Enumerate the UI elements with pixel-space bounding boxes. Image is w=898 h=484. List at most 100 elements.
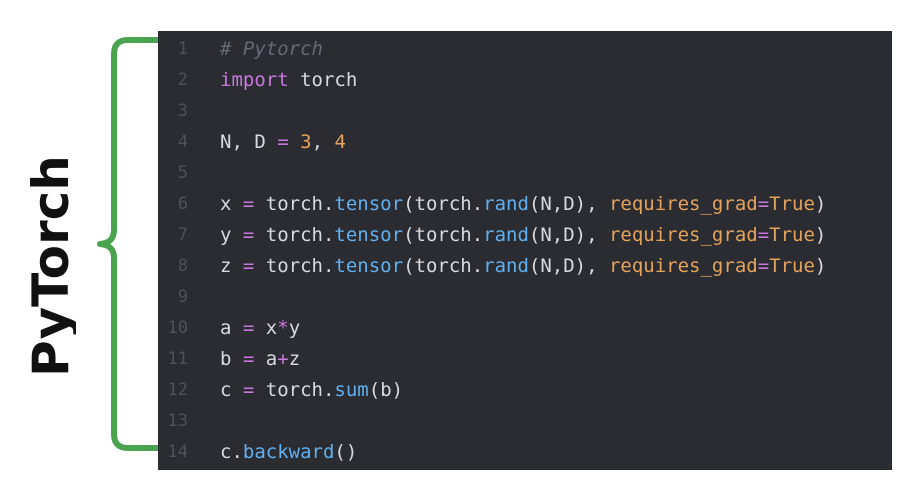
code-token: rand xyxy=(483,255,529,277)
code-token: c. xyxy=(220,441,243,463)
code-token: torch. xyxy=(254,193,335,215)
code-text: x = torch.tensor(torch.rand(N,D), requir… xyxy=(220,189,826,220)
code-line[interactable]: 2 import torch xyxy=(158,65,892,96)
code-token: a xyxy=(254,348,278,370)
code-token: * xyxy=(277,317,289,339)
code-token: = xyxy=(757,255,770,277)
code-token: = xyxy=(757,193,770,215)
code-text: y = torch.tensor(torch.rand(N,D), requir… xyxy=(220,220,826,251)
pytorch-side-label: PyTorch xyxy=(16,132,76,382)
code-token: ) xyxy=(814,193,827,215)
code-token: (N,D), xyxy=(528,224,609,246)
code-token: = xyxy=(757,224,770,246)
line-number: 1 xyxy=(177,39,188,59)
code-token: torch. xyxy=(254,379,335,401)
curly-bracket xyxy=(97,37,160,451)
code-token: c xyxy=(220,379,243,401)
code-token: torch xyxy=(288,69,358,91)
code-token xyxy=(289,131,300,153)
pytorch-label-svg: PyTorch xyxy=(22,155,76,377)
code-token: ) xyxy=(814,224,827,246)
line-number: 10 xyxy=(167,318,188,338)
code-token: b xyxy=(220,348,243,370)
code-token: = xyxy=(242,348,255,370)
code-token: requires_grad xyxy=(608,255,758,277)
code-token: = xyxy=(242,317,255,339)
code-token: y xyxy=(288,317,301,339)
right-edge-strip xyxy=(892,0,898,484)
code-token: True xyxy=(769,224,815,246)
code-line[interactable]: 1 # Pytorch xyxy=(158,34,892,65)
line-number: 8 xyxy=(177,256,188,276)
code-token: requires_grad xyxy=(608,224,758,246)
code-token: z xyxy=(220,255,243,277)
code-token: (torch. xyxy=(403,193,484,215)
code-text: import torch xyxy=(220,65,357,96)
code-text: N, D = 3, 4 xyxy=(220,127,346,158)
code-token: 3 xyxy=(300,131,312,153)
code-text: b = a+z xyxy=(220,344,300,375)
code-token: N, D xyxy=(220,131,278,153)
code-line[interactable]: 14 c.backward() xyxy=(158,437,892,468)
code-token: tensor xyxy=(334,193,404,215)
code-line[interactable]: 9 xyxy=(158,282,892,313)
line-number: 14 xyxy=(167,442,188,462)
code-token: x xyxy=(220,193,243,215)
code-token: torch. xyxy=(254,224,335,246)
code-token: = xyxy=(242,379,255,401)
code-token: backward xyxy=(242,441,335,463)
code-token: , xyxy=(311,131,335,153)
code-token: y xyxy=(220,224,243,246)
code-text: z = torch.tensor(torch.rand(N,D), requir… xyxy=(220,251,826,282)
code-token: (N,D), xyxy=(528,255,609,277)
line-number: 7 xyxy=(177,225,188,245)
code-token: rand xyxy=(483,224,529,246)
code-text: c.backward() xyxy=(220,437,357,468)
code-token: True xyxy=(769,255,815,277)
code-token: True xyxy=(769,193,815,215)
code-token: = xyxy=(242,193,255,215)
code-token: ) xyxy=(814,255,827,277)
code-token: tensor xyxy=(334,224,404,246)
code-token: = xyxy=(242,255,255,277)
line-number: 4 xyxy=(177,132,188,152)
code-token: (torch. xyxy=(403,255,484,277)
code-line[interactable]: 8 z = torch.tensor(torch.rand(N,D), requi… xyxy=(158,251,892,282)
code-token: # Pytorch xyxy=(220,38,323,60)
code-token: (b) xyxy=(368,379,404,401)
code-line[interactable]: 3 xyxy=(158,96,892,127)
code-token: = xyxy=(242,224,255,246)
code-text: a = x*y xyxy=(220,313,300,344)
code-token: 4 xyxy=(334,131,346,153)
line-number: 5 xyxy=(177,163,188,183)
line-number: 6 xyxy=(177,194,188,214)
code-token: (torch. xyxy=(403,224,484,246)
line-number: 13 xyxy=(167,411,188,431)
code-token: torch. xyxy=(254,255,335,277)
code-text: # Pytorch xyxy=(220,34,323,65)
code-line[interactable]: 7 y = torch.tensor(torch.rand(N,D), requi… xyxy=(158,220,892,251)
code-token: x xyxy=(254,317,278,339)
code-token: rand xyxy=(483,193,529,215)
line-number: 11 xyxy=(167,349,188,369)
code-line[interactable]: 5 xyxy=(158,158,892,189)
line-number: 3 xyxy=(177,101,188,121)
code-line[interactable]: 11 b = a+z xyxy=(158,344,892,375)
code-token: sum xyxy=(334,379,369,401)
code-token: = xyxy=(277,131,289,153)
code-token: tensor xyxy=(334,255,404,277)
line-number: 9 xyxy=(177,287,188,307)
code-line[interactable]: 10 a = x*y xyxy=(158,313,892,344)
code-line[interactable]: 13 xyxy=(158,406,892,437)
line-number: 2 xyxy=(177,70,188,90)
code-token: import xyxy=(220,69,289,91)
code-token: (N,D), xyxy=(528,193,609,215)
pytorch-label-text: PyTorch xyxy=(22,155,76,377)
code-token: () xyxy=(334,441,358,463)
code-token: a xyxy=(220,317,243,339)
code-text: c = torch.sum(b) xyxy=(220,375,403,406)
